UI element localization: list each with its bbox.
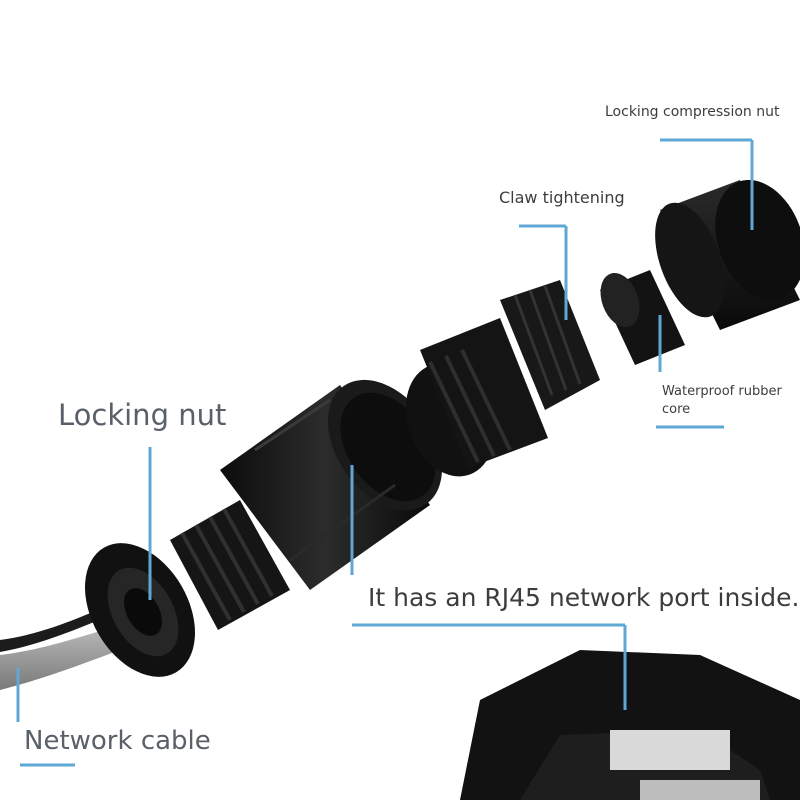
flange-gasket	[85, 543, 195, 677]
label-locking-nut: Locking nut	[58, 398, 227, 432]
rj45-closeup	[460, 650, 800, 800]
waterproof-rubber-core	[600, 270, 685, 365]
locking-compression-nut	[655, 179, 800, 330]
label-waterproof-rubber-core: Waterproof rubber core	[662, 384, 782, 417]
claw-tightening-part	[405, 280, 600, 477]
locking-nut-thread	[170, 500, 290, 630]
label-network-cable: Network cable	[24, 726, 211, 756]
label-rj45-inside: It has an RJ45 network port inside.	[368, 583, 800, 612]
locking-nut-body	[220, 379, 443, 590]
label-locking-compression-nut: Locking compression nut	[605, 104, 780, 120]
label-claw-tightening: Claw tightening	[499, 188, 625, 207]
network-cable	[0, 600, 120, 690]
callout-lines	[16, 138, 754, 767]
